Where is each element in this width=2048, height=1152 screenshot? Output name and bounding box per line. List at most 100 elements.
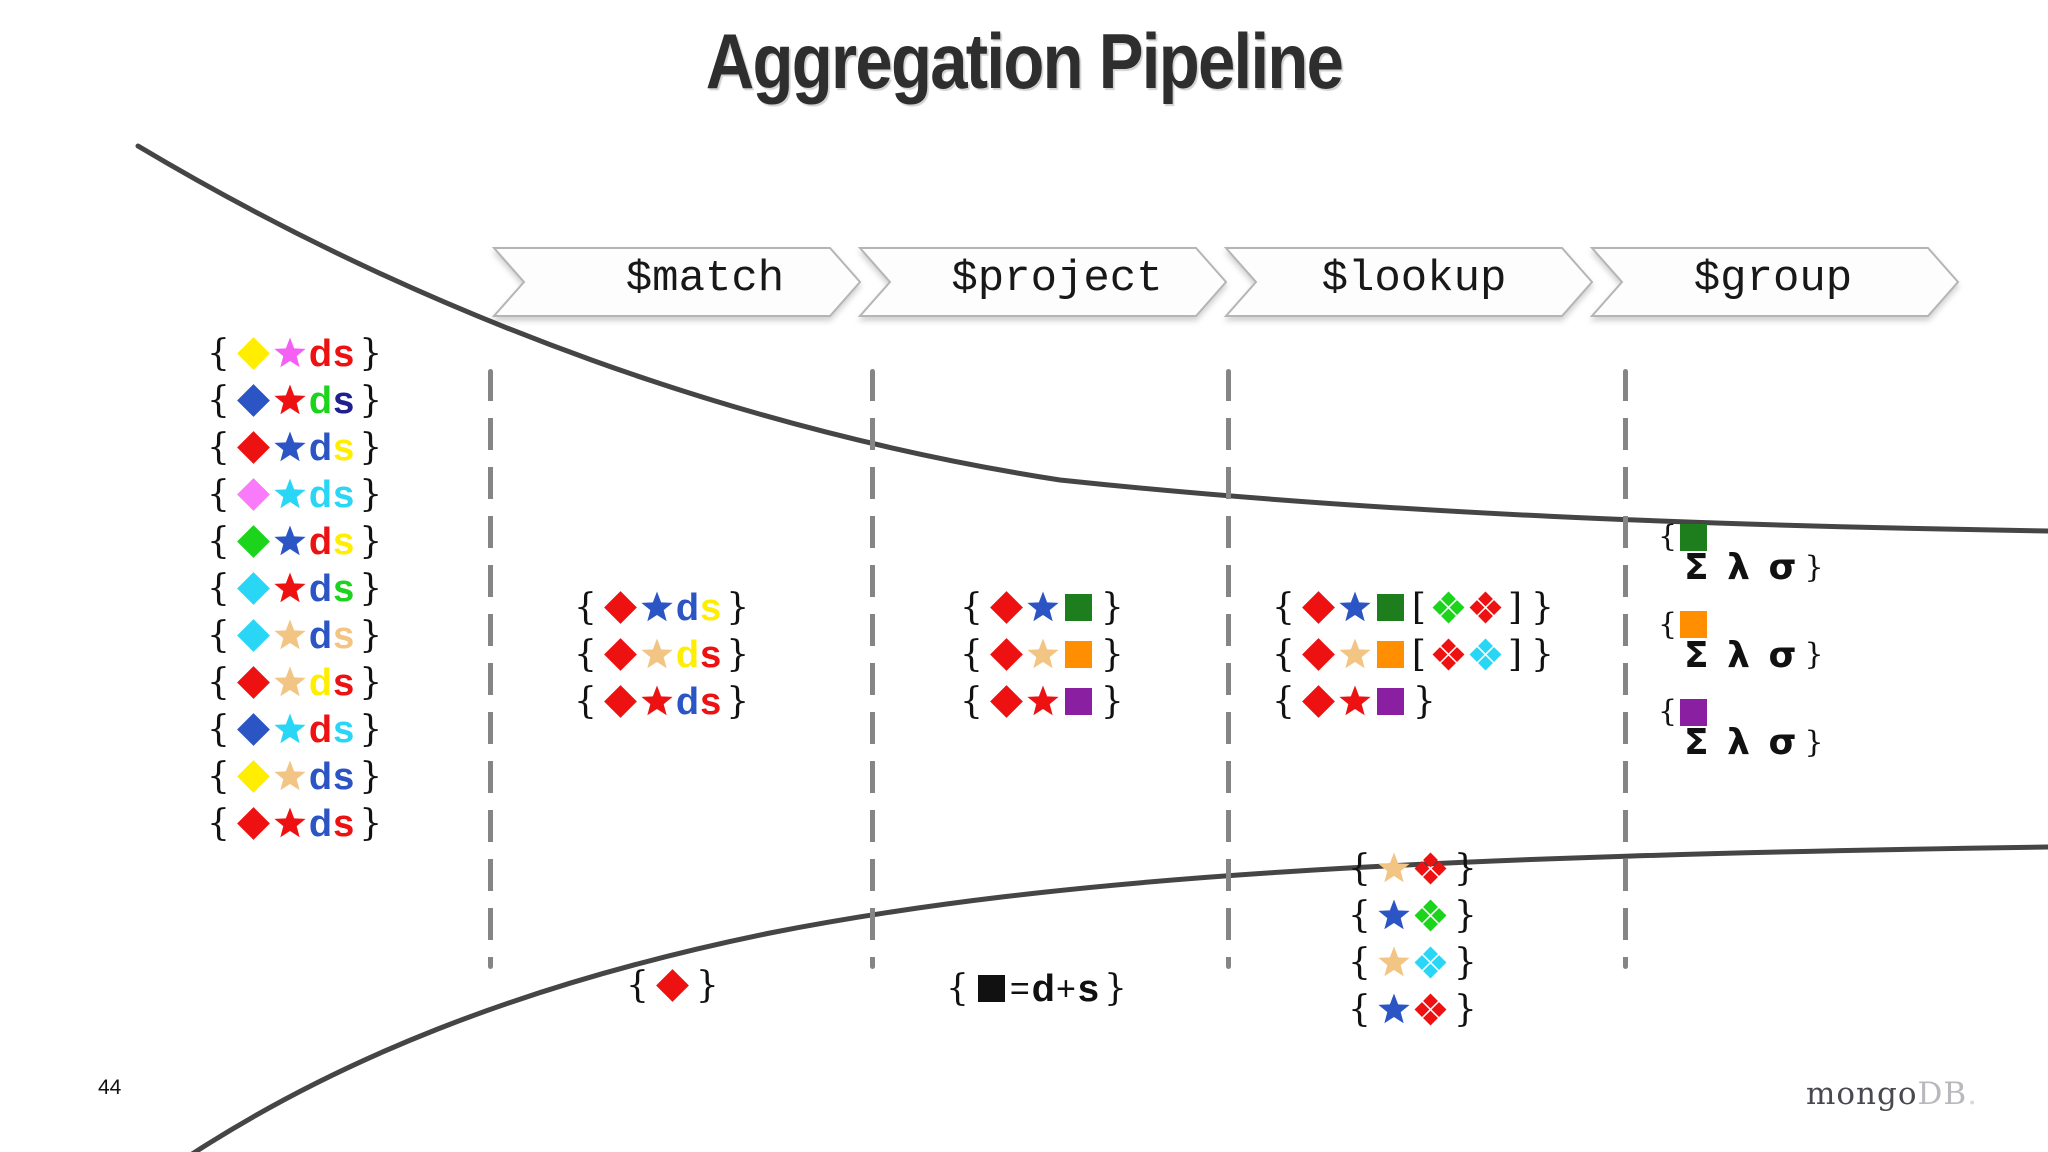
doc-brace: { bbox=[207, 379, 230, 421]
doc-letter: d bbox=[308, 426, 332, 469]
doc-brace: { bbox=[207, 755, 230, 797]
diamond-icon bbox=[237, 572, 270, 605]
diamond-icon bbox=[237, 760, 270, 793]
doc-sym: + bbox=[1055, 969, 1076, 1008]
cluster-icon bbox=[1469, 638, 1502, 671]
diamond-icon bbox=[237, 431, 270, 464]
stage-label-project: $project bbox=[951, 254, 1163, 304]
document-row: {} bbox=[1268, 678, 1558, 725]
doc-letter: d bbox=[308, 473, 332, 516]
stage-divider bbox=[1623, 369, 1628, 969]
square-icon bbox=[1680, 611, 1708, 639]
diamond-icon bbox=[237, 384, 270, 417]
star-icon bbox=[1027, 638, 1059, 668]
square-icon bbox=[1680, 523, 1708, 551]
star-icon bbox=[1027, 591, 1059, 621]
doc-brace: } bbox=[1453, 847, 1477, 889]
star-icon bbox=[274, 478, 306, 508]
cluster-icon bbox=[1432, 591, 1465, 624]
doc-letter: d bbox=[308, 661, 332, 704]
square-icon bbox=[1376, 641, 1404, 668]
star-icon bbox=[274, 572, 306, 602]
doc-brace: { bbox=[1348, 988, 1371, 1030]
doc-brace: { bbox=[1658, 519, 1678, 554]
doc-brace: { bbox=[960, 680, 983, 722]
star-icon bbox=[274, 337, 306, 367]
stage-label-lookup: $lookup bbox=[1321, 254, 1507, 304]
diamond-icon bbox=[237, 619, 270, 652]
funnel-bottom-curve bbox=[190, 844, 2048, 1152]
cluster-icon bbox=[1414, 993, 1447, 1026]
doc-brace: { bbox=[946, 967, 969, 1009]
doc-sym: = bbox=[1009, 969, 1030, 1008]
diamond-icon bbox=[237, 713, 270, 746]
doc-brace: { bbox=[207, 661, 230, 703]
group-document: {Σ λ σ} bbox=[1658, 608, 1824, 676]
stage-chevron-group bbox=[1589, 247, 1960, 317]
stage-chevron-lookup bbox=[1223, 247, 1594, 317]
stage-chevron-project bbox=[857, 247, 1228, 317]
page-title: Aggregation Pipeline bbox=[705, 17, 1344, 105]
doc-brace: { bbox=[207, 332, 230, 374]
star-icon bbox=[1378, 993, 1410, 1023]
cluster-icon bbox=[1414, 946, 1447, 979]
logo-period: . bbox=[1967, 1076, 1979, 1112]
doc-letter: d bbox=[308, 520, 332, 563]
group-doc-operators: Σ λ σ} bbox=[1684, 635, 1824, 676]
star-icon bbox=[1339, 591, 1371, 621]
document-row: {} bbox=[1344, 845, 1481, 892]
document-row: {} bbox=[1344, 986, 1481, 1033]
star-icon bbox=[274, 431, 306, 461]
doc-bracket: ] bbox=[1507, 633, 1522, 675]
doc-brace: } bbox=[1103, 967, 1127, 1009]
doc-brace: { bbox=[207, 567, 230, 609]
doc-letter: d bbox=[308, 708, 332, 751]
doc-letter: s bbox=[700, 633, 721, 676]
doc-brace: } bbox=[359, 426, 383, 468]
star-icon bbox=[274, 807, 306, 837]
diamond-icon bbox=[237, 478, 270, 511]
document-row: {} bbox=[622, 962, 723, 1009]
diamond-icon bbox=[237, 337, 270, 370]
doc-brace: } bbox=[359, 520, 383, 562]
doc-brace: { bbox=[1348, 847, 1371, 889]
doc-brace: } bbox=[359, 755, 383, 797]
doc-letter: d bbox=[308, 802, 332, 845]
lookup-collection-documents: {}{}{}{} bbox=[1344, 845, 1481, 1033]
diamond-icon bbox=[990, 591, 1023, 624]
doc-brace: { bbox=[1658, 694, 1678, 730]
doc-letter: s bbox=[333, 473, 354, 516]
doc-brace: } bbox=[1531, 586, 1554, 628]
match-filtered-document: {} bbox=[622, 962, 723, 1009]
square-icon bbox=[1064, 688, 1092, 715]
diamond-icon bbox=[604, 685, 637, 718]
cluster-icon bbox=[1414, 852, 1447, 885]
doc-bracket: [ bbox=[1411, 633, 1426, 675]
project-formula-note: {=d+s} bbox=[942, 965, 1131, 1012]
star-icon bbox=[641, 638, 673, 668]
doc-brace: } bbox=[1100, 680, 1124, 722]
doc-letter: d bbox=[308, 614, 332, 657]
stage-label-match: $match bbox=[625, 254, 785, 304]
doc-letter: d bbox=[1031, 967, 1055, 1010]
group-stage-documents: {Σ λ σ}{Σ λ σ}{Σ λ σ} bbox=[1658, 520, 1824, 783]
doc-brace: } bbox=[1453, 941, 1477, 983]
star-icon bbox=[274, 713, 306, 743]
square-icon bbox=[1064, 594, 1092, 621]
doc-brace: { bbox=[574, 633, 597, 675]
doc-letter: s bbox=[700, 586, 721, 629]
diamond-icon bbox=[1302, 638, 1335, 671]
doc-letter: s bbox=[333, 614, 354, 657]
doc-brace: { bbox=[207, 614, 230, 656]
doc-letter: d bbox=[675, 680, 699, 723]
doc-letter: s bbox=[333, 379, 354, 422]
group-doc-header: { bbox=[1658, 520, 1824, 554]
doc-brace: } bbox=[359, 567, 383, 609]
